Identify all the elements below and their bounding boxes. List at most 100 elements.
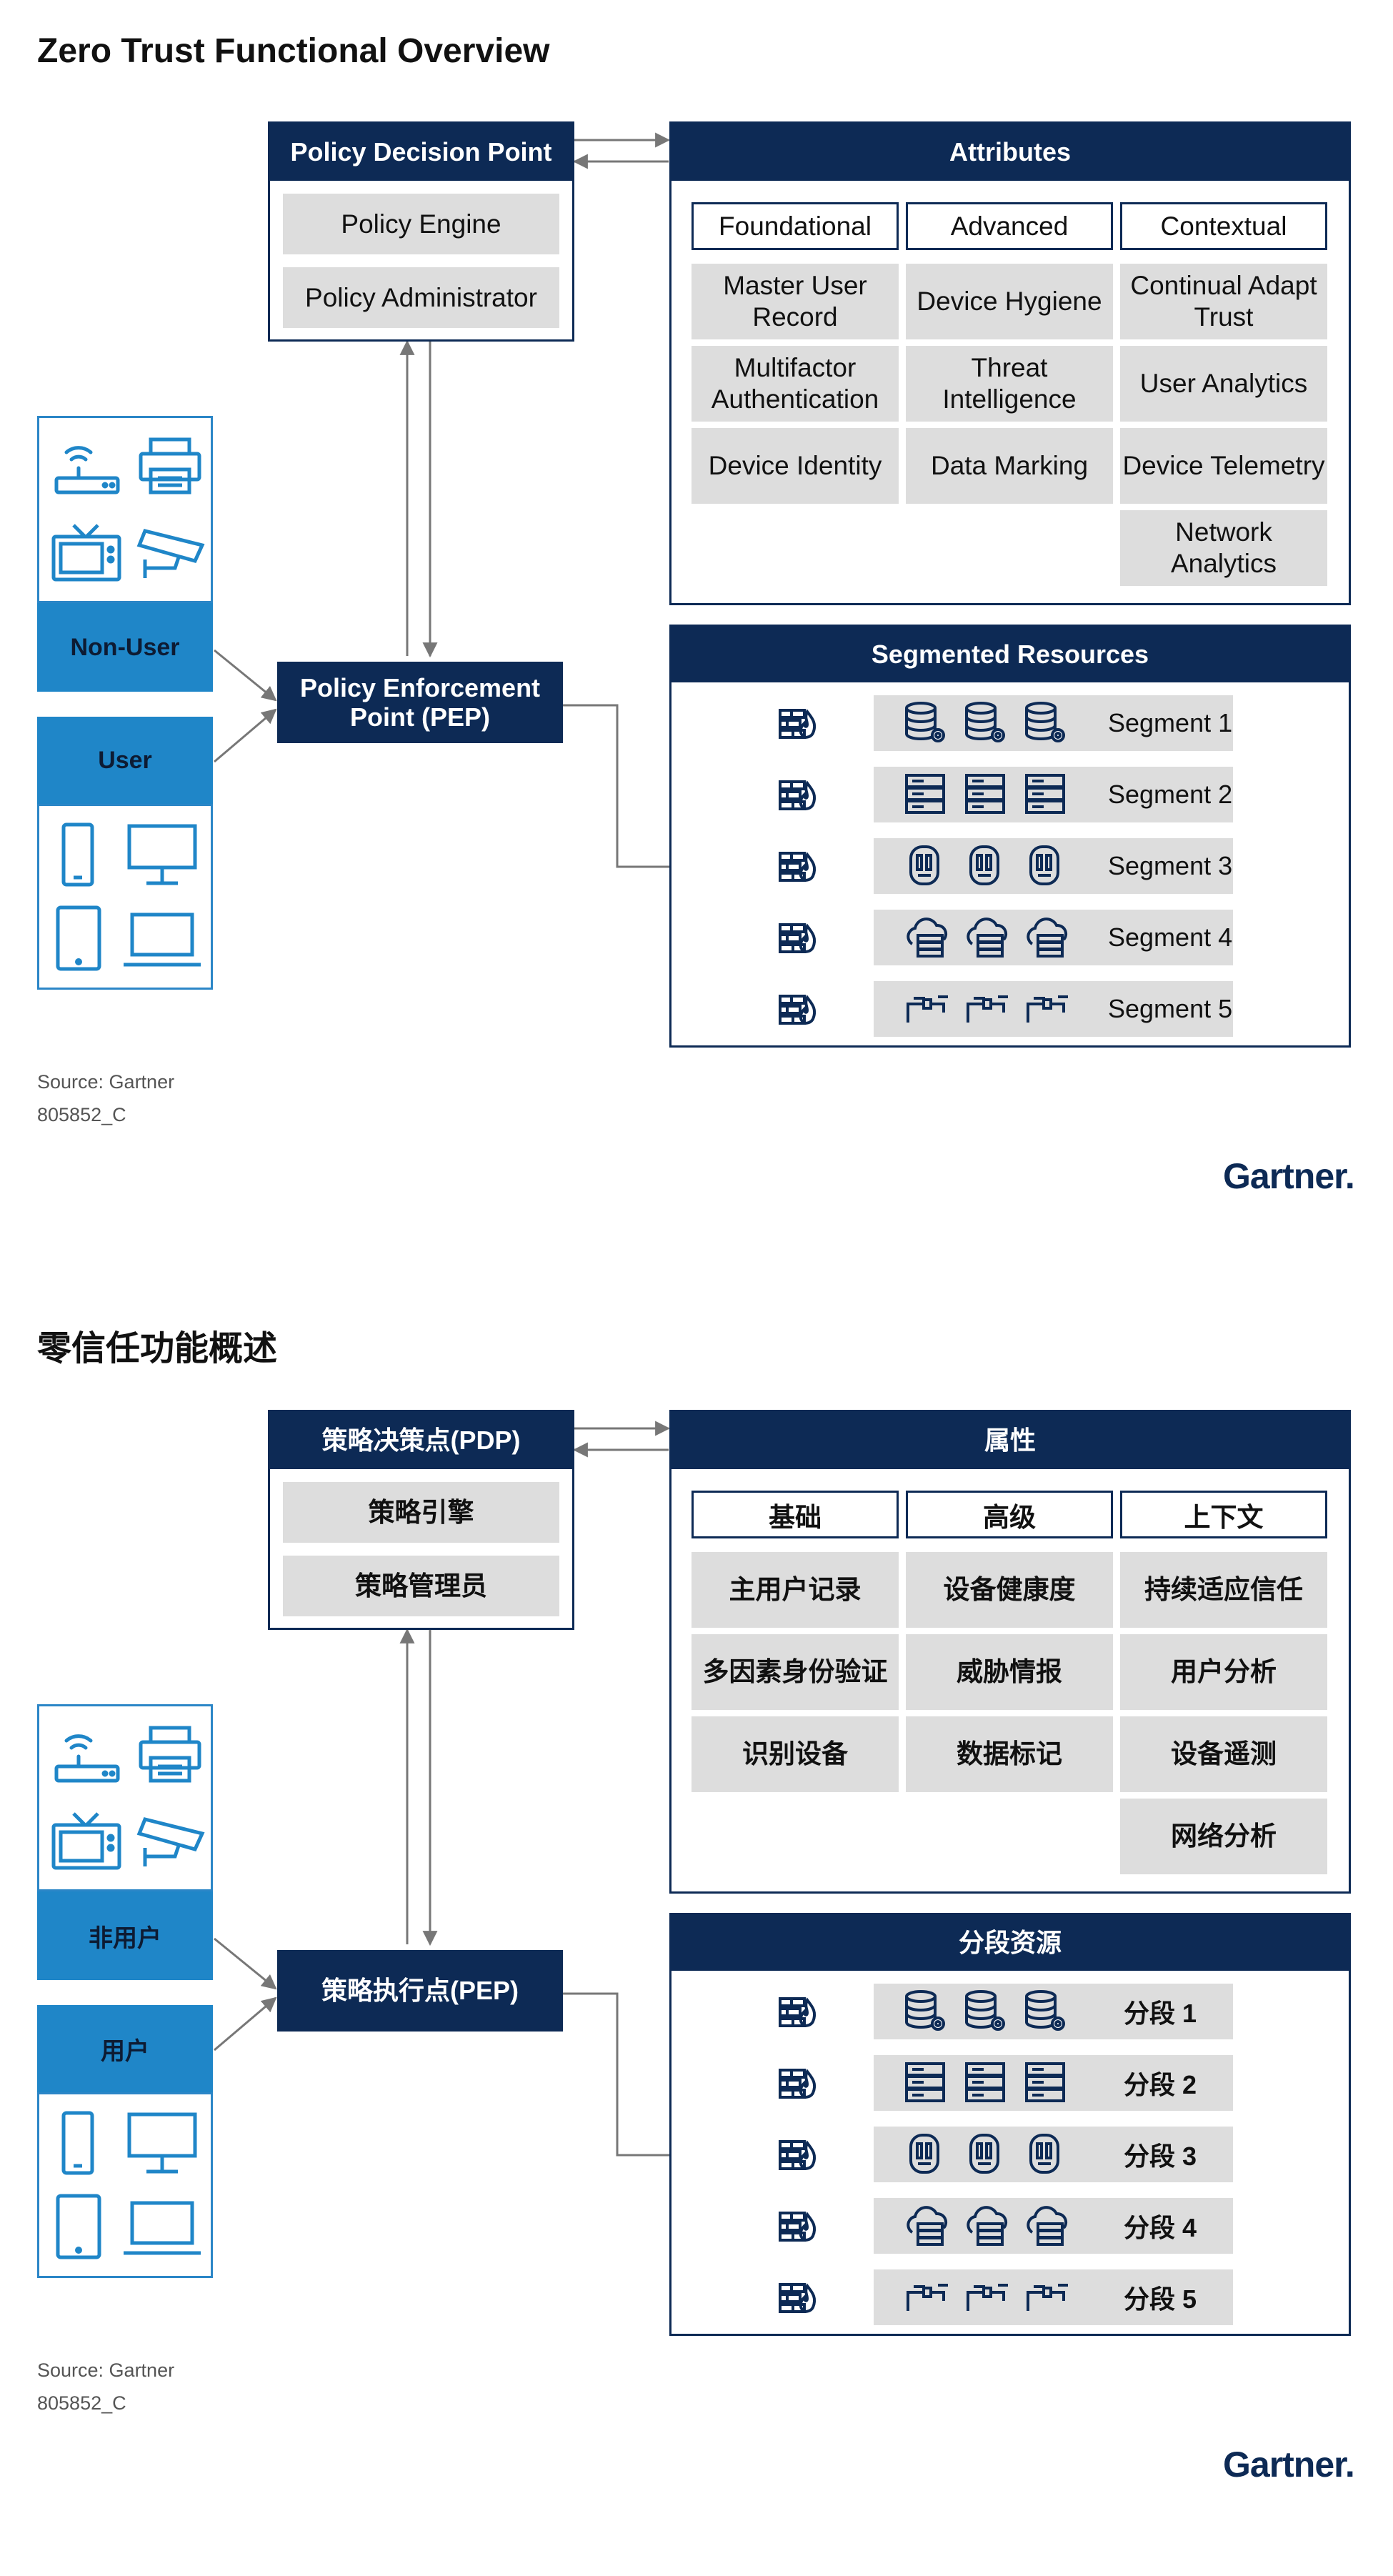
server-rack-icon <box>965 774 1005 814</box>
segment-label: 分段 5 <box>1124 2284 1197 2314</box>
segment-row: Segment 3 <box>874 838 1233 894</box>
segment-label: Segment 2 <box>1108 780 1233 809</box>
source-note: Source: Gartner <box>37 2359 175 2381</box>
firewall-arrow-icon <box>779 2283 817 2314</box>
storage-cylinder-icon <box>909 2134 939 2174</box>
database-gear-icon <box>965 702 1005 742</box>
segment-label: Segment 1 <box>1108 708 1233 737</box>
user-devices-box <box>37 804 213 990</box>
laptop-icon <box>124 2201 201 2255</box>
diagram-title: 零信任功能概述 <box>37 1330 278 1368</box>
attribute-cell: User Analytics <box>1120 346 1327 422</box>
pipe-valve-icon <box>967 995 1008 1023</box>
user-to-pep-arrow <box>214 1996 277 2052</box>
cloud-server-icon <box>907 917 948 958</box>
non-user-to-pep-arrow <box>214 649 277 702</box>
segment-label: Segment 3 <box>1108 851 1233 880</box>
server-rack-icon <box>1025 774 1065 814</box>
cloud-server-icon <box>1027 917 1068 958</box>
printer-icon <box>139 437 201 494</box>
database-gear-icon <box>965 1990 1005 2031</box>
database-gear-icon <box>905 1990 945 2031</box>
segment-label: 分段 1 <box>1124 1999 1197 2028</box>
policy-decision-point-box: 策略决策点(PDP) 策略引擎 策略管理员 <box>268 1410 574 1630</box>
attribute-cell: Network Analytics <box>1120 510 1327 586</box>
cloud-server-icon <box>967 917 1008 958</box>
database-gear-icon <box>905 702 945 742</box>
firewall-arrow-icon <box>779 852 817 882</box>
user-to-pep-arrow <box>214 708 277 763</box>
segment-label: 分段 4 <box>1124 2213 1197 2242</box>
attributes-column-foundational: 基础 <box>691 1491 899 1538</box>
user-devices-box <box>37 2092 213 2278</box>
cloud-server-icon <box>907 2206 948 2246</box>
attribute-cell: 设备遥测 <box>1120 1716 1327 1792</box>
laptop-icon <box>124 912 201 967</box>
storage-cylinder-icon <box>969 2134 999 2174</box>
segment-row: 分段 1 <box>874 1984 1233 2039</box>
segmented-resources-header: 分段资源 <box>671 1915 1349 1971</box>
security-camera-icon <box>136 1817 205 1866</box>
attributes-box: 属性 基础 高级 上下文 主用户记录 多因素身份验证 识别设备 设备健康度 威胁… <box>669 1410 1351 1894</box>
attribute-cell: Data Marking <box>906 428 1113 504</box>
attributes-column-contextual: Contextual <box>1120 202 1327 250</box>
attribute-cell: Master User Record <box>691 264 899 339</box>
router-icon <box>54 1734 120 1783</box>
attributes-header: Attributes <box>671 124 1349 181</box>
tv-icon <box>51 524 121 582</box>
pipe-valve-icon <box>967 2284 1008 2311</box>
storage-cylinder-icon <box>1029 845 1059 885</box>
user-label: User <box>37 717 213 804</box>
attribute-cell: Device Telemetry <box>1120 428 1327 504</box>
diagram-panel-chinese: 零信任功能概述 策略决策点(PDP) 策略引擎 策略管理员 <box>0 1288 1393 2576</box>
policy-decision-point-box: Policy Decision Point Policy Engine Poli… <box>268 121 574 342</box>
attribute-cell: 威胁情报 <box>906 1634 1113 1710</box>
router-icon <box>54 446 120 494</box>
cloud-server-icon <box>967 2206 1008 2246</box>
segment-row: Segment 2 <box>874 767 1233 822</box>
document-id: 805852_C <box>37 2392 126 2414</box>
attribute-cell: 多因素身份验证 <box>691 1634 899 1710</box>
non-user-devices-box <box>37 1704 213 1891</box>
segment-row: Segment 5 <box>874 981 1233 1037</box>
pipe-valve-icon <box>907 995 948 1023</box>
non-user-label: 非用户 <box>37 1891 213 1980</box>
security-camera-icon <box>136 529 205 578</box>
policy-enforcement-point-box: Policy Enforcement Point (PEP) <box>277 662 563 743</box>
segment-label: 分段 2 <box>1124 2070 1197 2099</box>
attribute-cell: 设备健康度 <box>906 1552 1113 1628</box>
tablet-icon <box>56 905 101 971</box>
attribute-cell: 数据标记 <box>906 1716 1113 1792</box>
attribute-cell: 持续适应信任 <box>1120 1552 1327 1628</box>
storage-cylinder-icon <box>909 845 939 885</box>
firewall-arrow-icon <box>779 2140 817 2171</box>
segment-label: Segment 5 <box>1108 994 1233 1023</box>
server-rack-icon <box>905 2062 945 2102</box>
non-user-devices-box <box>37 416 213 603</box>
attribute-cell: 网络分析 <box>1120 1799 1327 1874</box>
diagram-title: Zero Trust Functional Overview <box>37 32 550 70</box>
attributes-column-advanced: Advanced <box>906 202 1113 250</box>
policy-enforcement-point-box: 策略执行点(PEP) <box>277 1950 563 2032</box>
cloud-server-icon <box>1027 2206 1068 2246</box>
source-note: Source: Gartner <box>37 1071 175 1093</box>
segmented-resources-header: Segmented Resources <box>671 627 1349 682</box>
firewall-arrow-icon <box>779 923 817 954</box>
segment-row: 分段 2 <box>874 2055 1233 2111</box>
diagram-panel-english: Zero Trust Functional Overview Policy De… <box>37 32 1355 1196</box>
policy-administrator-item: 策略管理员 <box>283 1556 559 1616</box>
non-user-label: Non-User <box>37 603 213 692</box>
policy-engine-item: Policy Engine <box>283 194 559 254</box>
segment-label: Segment 4 <box>1108 923 1233 952</box>
attributes-header: 属性 <box>671 1412 1349 1469</box>
server-rack-icon <box>965 2062 1005 2102</box>
server-rack-icon <box>905 774 945 814</box>
attribute-cell: 用户分析 <box>1120 1634 1327 1710</box>
attribute-cell: Threat Intelligence <box>906 346 1113 422</box>
pdp-header: Policy Decision Point <box>270 124 572 181</box>
gartner-logo: Gartner. <box>1223 1156 1355 1196</box>
attribute-cell: Multifactor Authentication <box>691 346 899 422</box>
storage-cylinder-icon <box>1029 2134 1059 2174</box>
pipe-valve-icon <box>907 2284 948 2311</box>
firewall-arrow-icon <box>779 995 817 1025</box>
